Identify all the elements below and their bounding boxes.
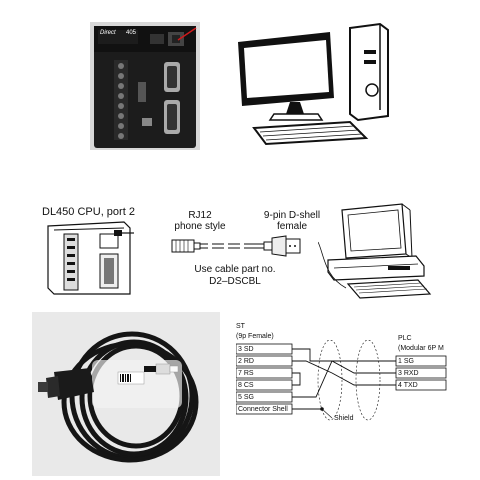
dshell-label: 9-pin D-shell female: [252, 210, 332, 232]
plc-pin-txd: 4 TXD: [398, 382, 418, 389]
st-title-line1: ST: [236, 323, 245, 330]
shield-label: Shield: [334, 415, 354, 422]
computer-line-drawing: [318, 202, 434, 300]
cpu-module-drawing: [44, 220, 134, 296]
cable-part-label-line1: Use cable part no.: [194, 264, 276, 275]
st-pin-rs: 7 RS: [238, 370, 254, 377]
plc-pin-sg: 1 SG: [398, 358, 414, 365]
plc-brand-label: Direct: [100, 30, 116, 36]
wiring-schematic: [236, 340, 460, 430]
plc-pin-rxd: 3 RXD: [398, 370, 419, 377]
rj12-label-line1: RJ12: [188, 210, 212, 221]
rj12-label: RJ12 phone style: [170, 210, 230, 232]
st-title-line2: (9p Female): [236, 333, 274, 340]
plc-title-line2: (Modular 6P M: [398, 345, 444, 352]
cable-part-label: Use cable part no. D2–DSCBL: [180, 264, 290, 288]
plc-photo: Direct 405: [90, 22, 200, 150]
dshell-label-line1: 9-pin D-shell: [263, 210, 321, 221]
st-pin-rd: 2 RD: [238, 358, 254, 365]
dshell-label-line2: female: [276, 221, 307, 232]
st-pin-sg: 5 SG: [238, 394, 254, 401]
st-pin-shell: Connector Shell: [238, 406, 288, 413]
plc-title-line1: PLC: [398, 335, 412, 342]
cable-drawing: [168, 234, 308, 258]
cpu-port-label: DL450 CPU, port 2: [42, 206, 135, 218]
computer-illustration: [230, 20, 400, 150]
st-pin-cs: 8 CS: [238, 382, 254, 389]
plc-model-label: 405: [126, 30, 137, 36]
cable-photo: [32, 312, 220, 476]
cable-part-label-line2: D2–DSCBL: [209, 276, 261, 287]
st-pin-sd: 3 SD: [238, 346, 254, 353]
rj12-label-line2: phone style: [174, 221, 226, 232]
